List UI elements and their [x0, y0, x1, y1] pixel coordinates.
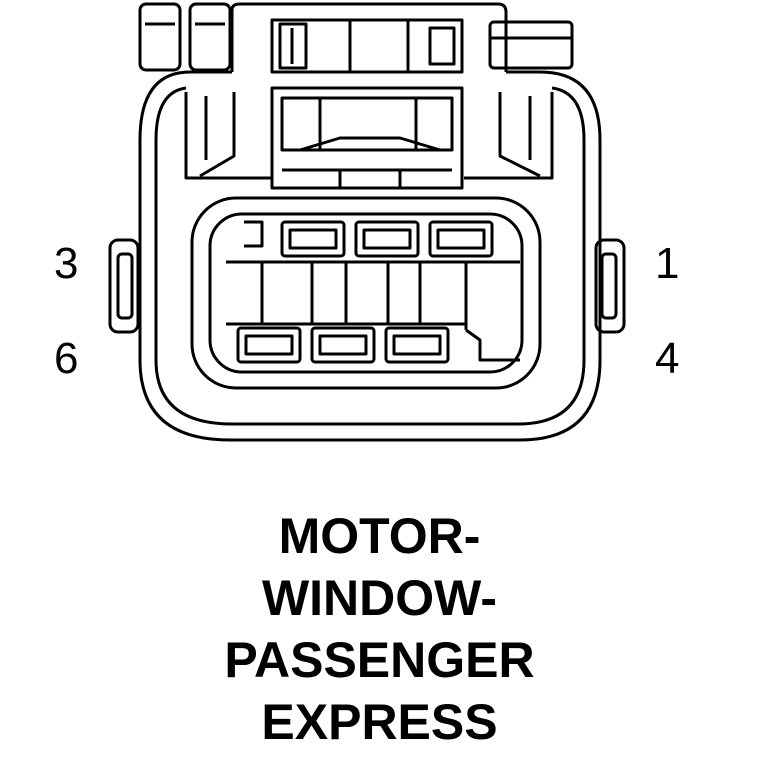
pin-label-4: 4: [655, 334, 680, 383]
side-latches: [108, 238, 626, 334]
pin-label-1: 1: [655, 239, 680, 288]
pin-label-3: 3: [54, 239, 79, 288]
terminal-cavities: [226, 220, 520, 364]
outer-housing: [138, 70, 602, 442]
pin-label-6: 6: [54, 334, 79, 383]
lock-housing: [230, 2, 508, 74]
caption-line: WINDOW-: [261, 570, 498, 626]
cavity-frame: [190, 196, 542, 390]
latch-tab-right: [488, 20, 574, 70]
connector-diagram: [108, 2, 626, 442]
caption-line: MOTOR-: [278, 508, 481, 564]
caption-line: EXPRESS: [261, 694, 498, 750]
inner-ribs: [184, 86, 554, 190]
latch-tabs-left: [138, 2, 232, 72]
caption-line: PASSENGER: [224, 632, 535, 688]
connector-caption: MOTOR- WINDOW- PASSENGER EXPRESS: [0, 505, 759, 753]
